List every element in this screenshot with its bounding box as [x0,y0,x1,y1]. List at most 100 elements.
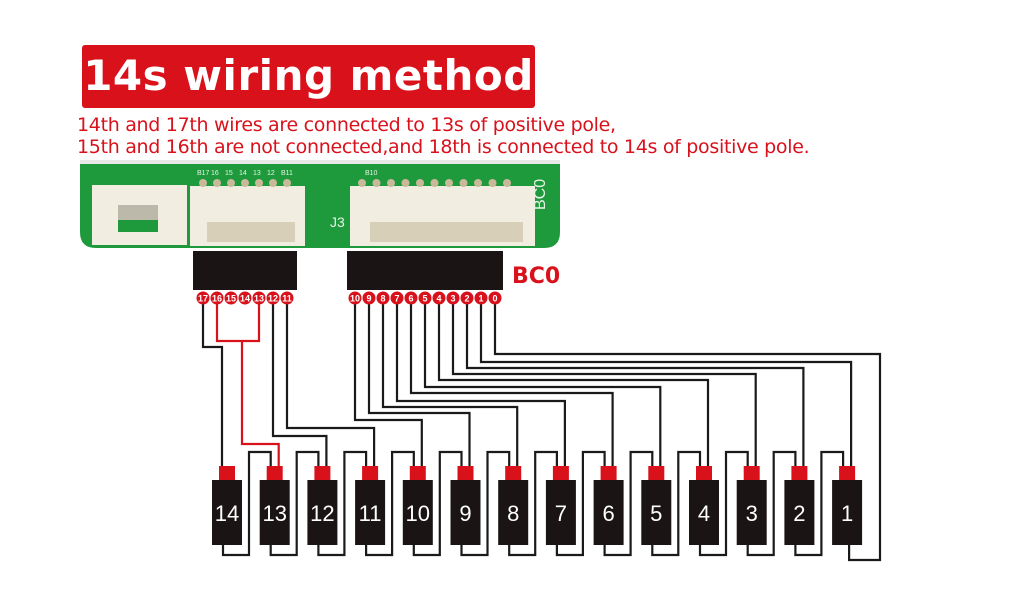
positive-terminal [696,466,712,480]
wire [508,450,558,557]
battery-cell-12: 12 [307,466,338,545]
wire [479,298,853,466]
battery-cell-6: 6 [593,466,624,545]
positive-terminal [791,466,808,480]
pin-label: 2 [464,294,469,304]
silk-label: B11 [281,170,293,177]
wire [381,298,519,466]
cell-body [450,480,481,545]
cell-body [498,480,529,545]
silk-label: 16 [211,170,219,177]
cell-label: 7 [555,501,567,526]
silk-label: 12 [267,170,275,177]
description-line-1: 14th and 17th wires are connected to 13s… [77,114,616,136]
pin-10: 10 [348,291,362,305]
cell-body [736,480,767,545]
pin-label: 11 [282,294,292,304]
cell-body [784,480,815,545]
solder-pad [387,179,395,187]
solder-pad [372,179,381,187]
pin-0: 0 [488,291,502,305]
battery-cell-5: 5 [641,466,672,545]
wire [465,298,805,466]
pin-label: 4 [436,294,441,304]
cell-body [689,480,719,545]
solder-pad [241,179,249,187]
positive-terminal [362,466,379,480]
positive-terminal [409,466,426,480]
pin-4: 4 [432,291,446,305]
wire [353,298,423,466]
battery-cell-2: 2 [784,466,815,545]
cell-label: 2 [793,501,805,526]
pin-label: 15 [226,294,236,304]
page-title: 14s wiring method [83,51,534,100]
cell-body [545,480,576,545]
pin-3: 3 [446,291,460,305]
wire [215,298,261,343]
battery-cell-1: 1 [832,466,863,545]
wire [201,298,224,466]
wire [437,298,710,466]
solder-pad [416,179,424,187]
pin-6: 6 [404,291,418,305]
solder-pad [488,179,497,187]
pin-header-left [193,251,297,290]
pin-label: 8 [380,294,385,304]
pin-12: 12 [266,291,280,305]
silk-label: B10 [365,170,378,177]
cell-label: 8 [507,501,519,526]
board-label: BC0 [532,179,549,210]
title-banner: 14s wiring method [82,45,535,108]
solder-pad [255,179,263,187]
pin-label: 17 [198,294,208,304]
wire [698,450,749,557]
wire [240,341,280,466]
wire [794,450,845,557]
pin-2: 2 [460,291,474,305]
pin-label: 3 [450,294,455,304]
cell-label: 3 [746,501,758,526]
wire [269,450,320,557]
cell-body [212,480,242,545]
j3-label: J3 [330,214,345,230]
cell-label: 14 [215,501,239,526]
pin-7: 7 [390,291,404,305]
pin-14: 14 [238,291,252,305]
solder-pad [358,179,366,187]
wire [493,298,882,562]
wire [603,450,654,557]
pin-header-right [347,251,503,290]
battery-cell-4: 4 [689,466,719,545]
battery-cell-7: 7 [545,466,576,545]
solder-pad [269,179,277,187]
cell-label: 1 [841,501,853,526]
pin-label: 5 [422,294,427,304]
solder-pad [227,179,235,187]
solder-pad [445,179,453,187]
silk-label: 13 [253,170,261,177]
wire [423,298,662,466]
wire [221,450,272,557]
wire [746,450,797,557]
battery-cell-3: 3 [736,466,767,545]
pin-11: 11 [280,291,294,305]
silk-label: B17 [197,170,210,177]
bc0-label: BC0 [512,264,560,289]
positive-terminal [839,466,856,480]
solder-pad [474,179,482,187]
positive-terminal [552,466,569,480]
wire [651,450,702,557]
pin-5: 5 [418,291,432,305]
cell-body [402,480,433,545]
pin-16: 16 [210,291,224,305]
pin-label: 10 [350,294,360,304]
wire [555,450,606,557]
battery-cell-14: 14 [212,466,242,545]
solder-pad [503,179,511,187]
cell-label: 13 [262,501,286,526]
wire [365,450,415,557]
wire [451,298,757,466]
pin-label: 16 [212,294,222,304]
